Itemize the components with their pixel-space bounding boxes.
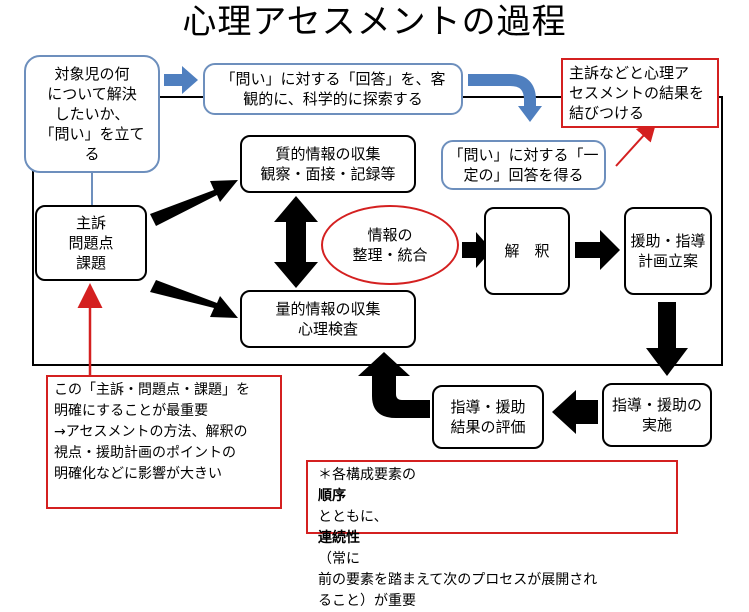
- callout-line: ＊各構成要素の順序とともに、連続性 （常に: [318, 465, 670, 570]
- step-line: 問題点: [68, 234, 114, 252]
- note-line: 観的に、科学的に探索する: [243, 90, 423, 108]
- note-line: 定の」回答を得る: [463, 166, 584, 184]
- step-line: 課題: [75, 254, 106, 272]
- callout-line: 明確化などに影響が大きい: [54, 466, 222, 482]
- note-link-results: 主訴などと心理ア セスメントの結果を 結びつける: [561, 58, 719, 128]
- note-line: したいか、: [54, 105, 130, 123]
- arrow-to-qualitative: [150, 180, 238, 226]
- blue-curved-arrow: [468, 74, 536, 108]
- callout-text: とともに、: [318, 509, 388, 525]
- step-line: 質的情報の収集: [275, 145, 381, 163]
- step-line: 観察・面接・記録等: [260, 165, 396, 183]
- note-line: について解決: [47, 85, 137, 103]
- note-line: 対象児の何: [54, 65, 130, 83]
- step-line: 主訴: [75, 214, 106, 232]
- step-line: 心理検査: [297, 320, 358, 338]
- step-line: 情報の: [367, 226, 413, 244]
- red-arrow-link: [615, 121, 657, 167]
- step-line: 指導・援助の: [611, 396, 702, 414]
- step-line: 量的情報の収集: [275, 300, 381, 318]
- step-plan: 援助・指導 計画立案: [624, 207, 712, 295]
- step-interpretation: 解 釈: [484, 207, 570, 295]
- step-implementation: 指導・援助の 実施: [602, 383, 712, 447]
- step-line: 指導・援助: [450, 398, 526, 416]
- step-line: 解 釈: [504, 242, 550, 260]
- arrow-to-plan: [575, 230, 620, 270]
- arrow-loop-back: [358, 352, 430, 418]
- callout-importance: この「主訴・問題点・課題」を 明確にすることが最重要 →アセスメントの方法、解釈…: [46, 375, 282, 509]
- callout-text: ＊各構成要素の: [318, 467, 416, 483]
- step-line: 結果の評価: [450, 418, 526, 436]
- callout-bold-order: 順序: [318, 488, 346, 504]
- note-line: 「問い」に対する「一: [448, 146, 599, 164]
- note-question-setup: 対象児の何 について解決 したいか、 「問い」を立て る: [24, 55, 160, 173]
- callout-text: （常に: [318, 551, 360, 567]
- step-evaluation: 指導・援助 結果の評価: [432, 385, 544, 449]
- note-definite-answer: 「問い」に対する「一 定の」回答を得る: [441, 140, 606, 190]
- step-integration: 情報の 整理・統合: [321, 205, 459, 285]
- arrow-to-interpretation: [462, 232, 492, 268]
- blue-arrow-right: [164, 66, 198, 94]
- note-objective-answer: 「問い」に対する「回答」を、客 観的に、科学的に探索する: [203, 63, 463, 115]
- note-line: 結びつける: [569, 104, 645, 122]
- note-line: 「問い」に対する「回答」を、客: [220, 70, 446, 88]
- callout-line: 明確にすることが最重要: [54, 403, 209, 419]
- note-line: 主訴などと心理ア: [569, 64, 690, 82]
- step-line: 援助・指導: [630, 232, 706, 250]
- step-chief-complaint: 主訴 問題点 課題: [35, 205, 147, 281]
- arrow-to-implementation: [646, 302, 688, 376]
- page-title: 心理アセスメントの過程: [182, 2, 567, 42]
- arrow-to-quantitative: [150, 280, 238, 318]
- double-arrow-vertical: [274, 196, 318, 288]
- arrow-layer: [77, 66, 688, 434]
- callout-line: 前の要素を踏まえて次のプロセスが展開され: [318, 572, 598, 588]
- callout-line: →アセスメントの方法、解釈の: [54, 424, 248, 440]
- step-qualitative: 質的情報の収集 観察・面接・記録等: [240, 135, 416, 193]
- callout-line: この「主訴・問題点・課題」を: [54, 382, 250, 398]
- note-line: セスメントの結果を: [569, 84, 705, 102]
- step-line: 実施: [641, 416, 672, 434]
- note-line: る: [84, 145, 100, 163]
- callout-bold-continuity: 連続性: [318, 530, 360, 546]
- step-line: 計画立案: [637, 252, 698, 270]
- note-line: 「問い」を立て: [39, 125, 145, 143]
- step-line: 整理・統合: [352, 246, 428, 264]
- step-quantitative: 量的情報の収集 心理検査: [240, 290, 416, 348]
- blue-arrow-head: [518, 106, 542, 122]
- arrow-to-evaluation: [552, 390, 598, 434]
- callout-line: 視点・援助計画のポイントの: [54, 445, 236, 461]
- callout-sequence: ＊各構成要素の順序とともに、連続性 （常に 前の要素を踏まえて次のプロセスが展開さ…: [306, 460, 678, 609]
- callout-line: ること）が重要: [318, 593, 416, 609]
